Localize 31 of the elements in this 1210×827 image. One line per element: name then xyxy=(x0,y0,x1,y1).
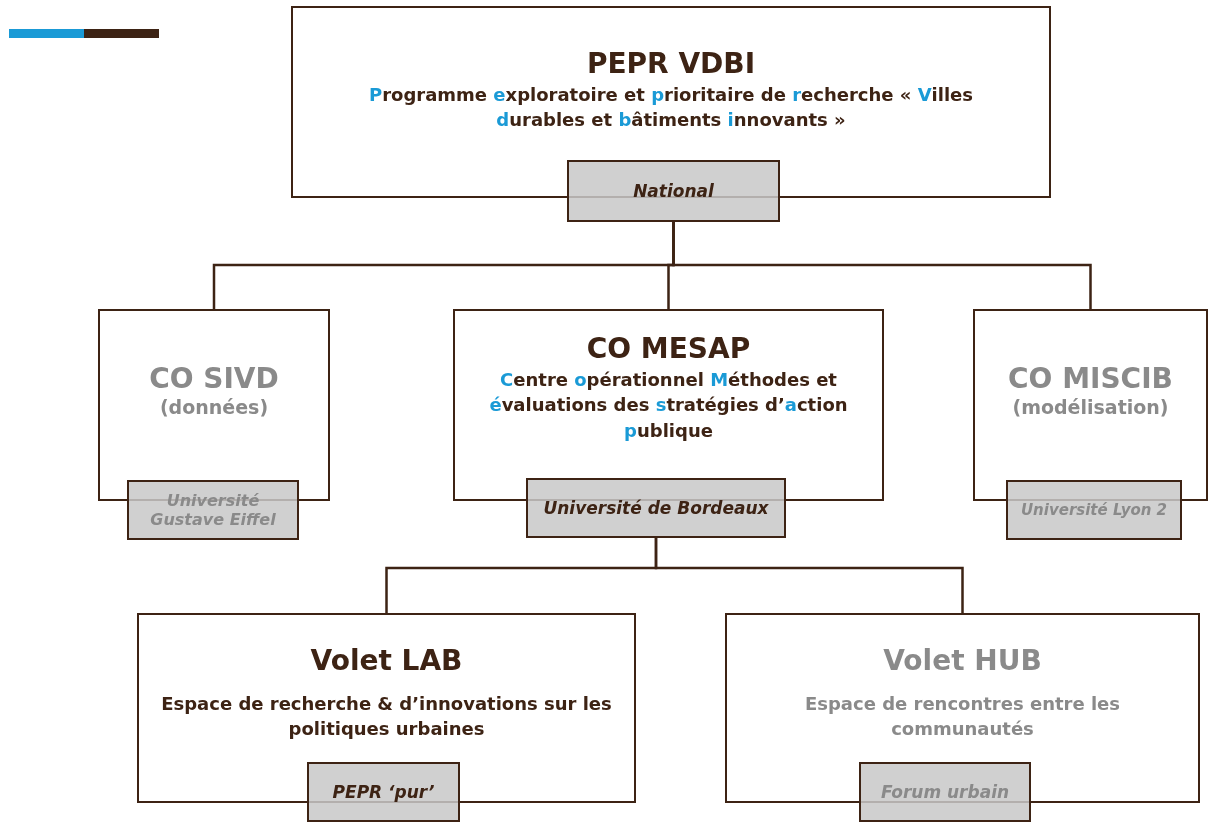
box-title: CO MESAP xyxy=(586,333,751,366)
tag-label: Université Gustave Eiffel xyxy=(149,490,277,530)
box-description: Espace de rencontres entre les communautés xyxy=(803,692,1121,742)
org-box xyxy=(725,613,1200,803)
tag-label: Université de Bordeaux xyxy=(543,497,769,519)
box-title: PEPR VDBI xyxy=(586,48,756,81)
location-tag xyxy=(567,160,780,222)
location-tag xyxy=(526,478,786,538)
box-title: Volet HUB xyxy=(883,645,1042,678)
box-description: Programme exploratoire et prioritaire de recherche « Villes durables et bâtiments innovants » xyxy=(367,83,975,133)
org-box xyxy=(973,309,1208,501)
box-description: Centre opérationnel Méthodes et évaluations des stratégies d’action publique xyxy=(488,368,849,443)
location-tag xyxy=(859,762,1031,822)
connector-line xyxy=(672,222,1092,309)
box-title: CO MISCIB xyxy=(1008,363,1173,396)
box-description: (données) xyxy=(159,395,269,420)
connector-line xyxy=(654,538,964,613)
org-box xyxy=(453,309,884,501)
tag-label: Forum urbain xyxy=(880,781,1010,803)
box-description: (modélisation) xyxy=(1012,395,1169,420)
tag-label: PEPR ‘pur’ xyxy=(332,781,435,803)
org-box xyxy=(291,6,1051,198)
box-title: Volet LAB xyxy=(310,645,463,678)
tag-label: National xyxy=(633,180,714,202)
location-tag xyxy=(307,762,460,822)
tag-label: Université Lyon 2 xyxy=(1020,501,1168,519)
box-description: Espace de recherche & d’innovations sur les politiques urbaines xyxy=(160,692,613,742)
box-title: CO SIVD xyxy=(149,363,279,396)
org-box xyxy=(137,613,636,803)
location-tag xyxy=(1006,480,1182,540)
location-tag xyxy=(127,480,299,540)
